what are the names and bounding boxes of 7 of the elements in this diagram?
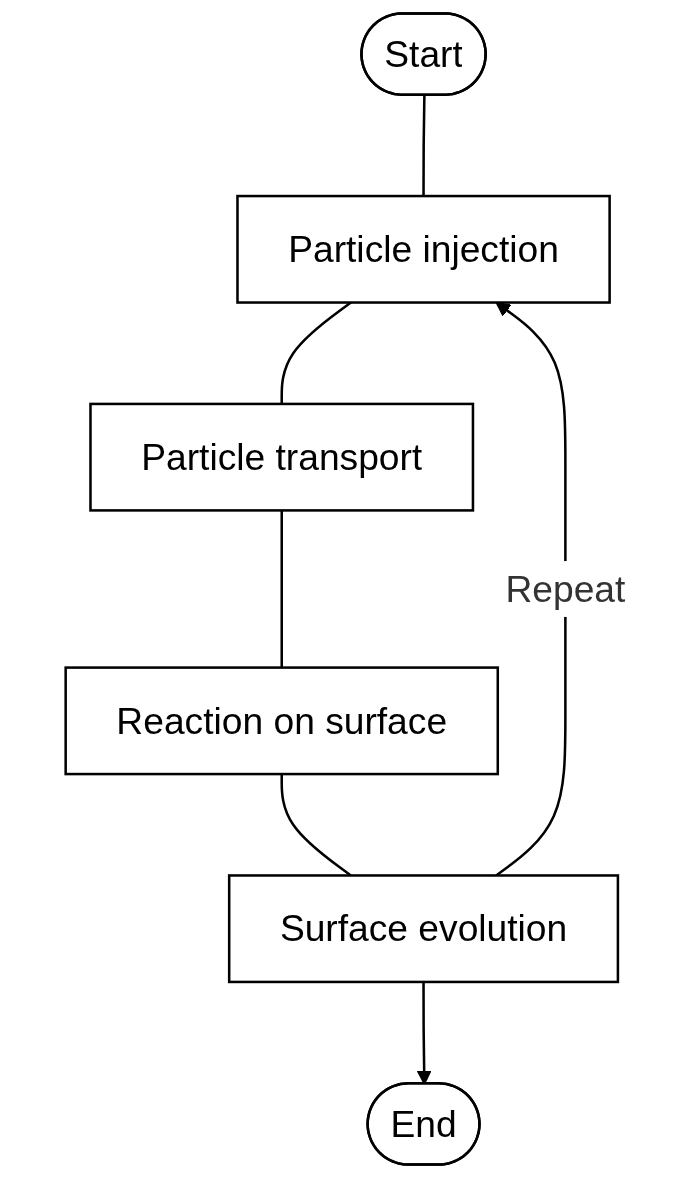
- node-box: Particle injection: [236, 194, 611, 304]
- edge-label: Repeat: [505, 567, 626, 611]
- connector: [280, 510, 283, 668]
- connector: [422, 95, 426, 197]
- node-box: Particle transport: [89, 402, 475, 512]
- node-box: Surface evolution: [227, 874, 620, 984]
- node-box: Reaction on surface: [64, 666, 500, 776]
